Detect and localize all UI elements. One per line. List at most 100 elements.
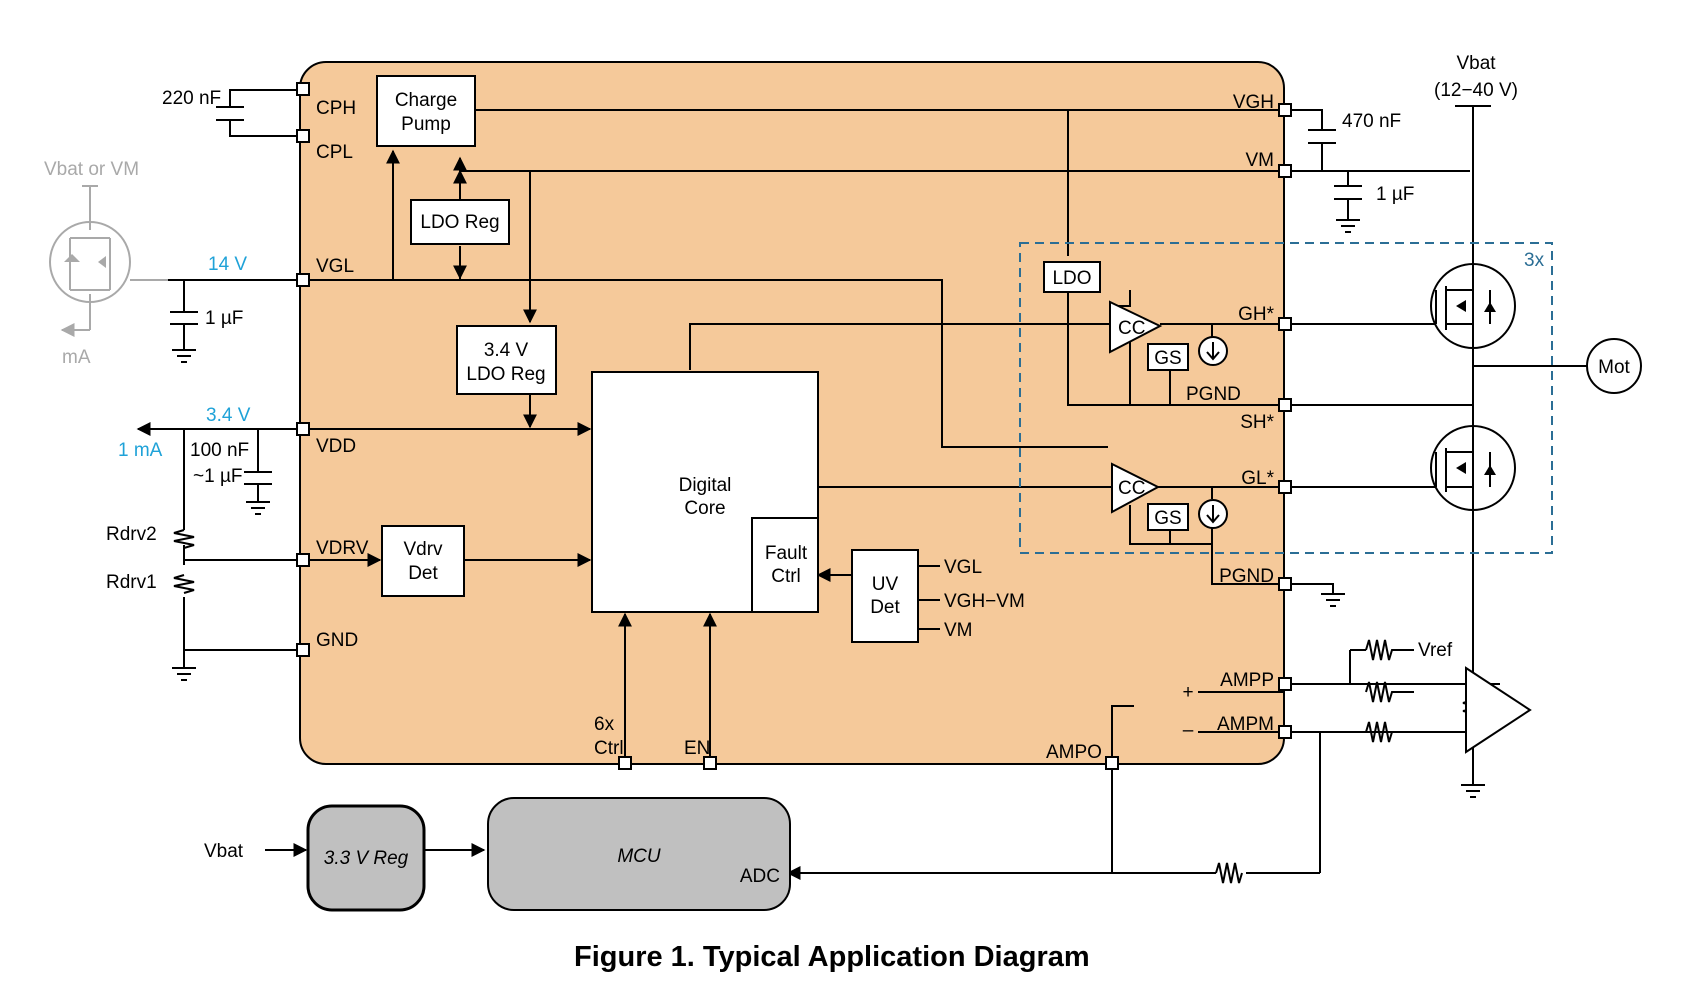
fault-ctrl-label-1: Fault (765, 543, 808, 564)
cap-100-label-2: ~1 µF (193, 466, 243, 487)
fault-ctrl-block (751, 517, 819, 613)
ldo-34-label-2: LDO Reg (466, 364, 545, 385)
gs-low-label: GS (1154, 508, 1181, 529)
uv-vghvm-label: VGH−VM (944, 591, 1025, 612)
gs-high-block (1147, 343, 1189, 371)
motor-label: Mot (1598, 357, 1630, 378)
mcu-label: MCU (617, 846, 661, 867)
mcu-block (487, 797, 791, 911)
x3-label: 3x (1524, 250, 1545, 271)
pin-cpl-label: CPL (316, 142, 353, 163)
uv-vm-label: VM (944, 620, 973, 641)
vbat-range-label: (12−40 V) (1434, 80, 1518, 101)
charge-pump-label-1: Charge (395, 90, 457, 111)
pin-vdd-label: VDD (316, 436, 356, 457)
v14-label: 14 V (208, 254, 247, 275)
uv-vgl-label: VGL (944, 557, 982, 578)
pin-en-label: EN (684, 738, 710, 759)
reg-33-label: 3.3 V Reg (324, 848, 409, 869)
uv-det-label-2: Det (870, 597, 900, 618)
pin-vgl-label: VGL (316, 256, 354, 277)
gs-high-label: GS (1154, 348, 1181, 369)
pin-ctrl-label-1: 6x (594, 714, 615, 735)
cap-220-label: 220 nF (162, 88, 221, 109)
pin-gnd-label: GND (316, 630, 358, 651)
ldo-reg-label: LDO Reg (420, 212, 499, 233)
pin-ampo (1105, 756, 1119, 770)
rdrv1-label: Rdrv1 (106, 572, 157, 593)
vref-label: Vref (1418, 640, 1453, 661)
uv-det-block (851, 549, 919, 643)
vbat-label: Vbat (1456, 53, 1496, 74)
vbat-or-vm-label: Vbat or VM (44, 159, 139, 180)
low-side-fet-icon (1430, 425, 1516, 511)
pgnd-inner-label: PGND (1186, 384, 1241, 405)
v34-label: 3.4 V (206, 405, 251, 426)
fault-ctrl-label-2: Ctrl (771, 566, 801, 587)
pin-vgh (1278, 103, 1292, 117)
cc-low-label: CC (1118, 478, 1145, 499)
pin-gnd (296, 643, 310, 657)
pin-ampp-label: AMPP (1220, 670, 1274, 691)
rdrv2-label: Rdrv2 (106, 524, 157, 545)
amp-minus-label: – (1183, 720, 1194, 741)
digital-core-label-2: Core (684, 498, 725, 519)
ldo-reg-block (410, 199, 510, 245)
reg-33-block (306, 804, 426, 912)
pin-ctrl (618, 756, 632, 770)
cc-high-buffer (1109, 300, 1163, 354)
pin-gh-label: GH* (1238, 304, 1275, 325)
pin-cpl (296, 129, 310, 143)
pin-vgh-label: VGH (1233, 92, 1274, 113)
high-side-fet-icon (1430, 263, 1516, 350)
ldo-34-block (456, 325, 557, 395)
pin-gl-label: GL* (1241, 468, 1274, 489)
supply-fet-icon (49, 185, 168, 337)
pin-cph-label: CPH (316, 98, 356, 119)
cap-100-label-1: 100 nF (190, 440, 249, 461)
figure-title: Figure 1. Typical Application Diagram (574, 941, 1090, 973)
digital-core-label-1: Digital (679, 475, 732, 496)
pin-vdd (296, 422, 310, 436)
pin-adc-label: ADC (740, 866, 780, 887)
ma1-label: 1 mA (118, 440, 163, 461)
gs-low-block (1147, 503, 1189, 531)
pin-en (703, 756, 717, 770)
amp-plus-label: + (1182, 682, 1193, 703)
pin-gl (1278, 480, 1292, 494)
pin-vgl (296, 273, 310, 287)
cap-1uf-vgl-label: 1 µF (205, 308, 243, 329)
charge-pump-label-2: Pump (401, 114, 451, 135)
cap-470-label: 470 nF (1342, 111, 1401, 132)
ma-label: mA (62, 347, 91, 368)
pin-pgnd (1278, 577, 1292, 591)
uv-det-label-1: UV (872, 574, 899, 595)
charge-pump-block (376, 75, 476, 147)
pin-ctrl-label-2: Ctrl (594, 738, 624, 759)
current-sense-amplifier (1465, 666, 1532, 754)
pin-cph (296, 82, 310, 96)
motor-icon (1586, 338, 1642, 394)
vdrv-det-label-2: Det (408, 563, 438, 584)
ldo-label: LDO (1052, 268, 1091, 289)
pin-sh-label: SH* (1240, 412, 1274, 433)
ldo-block (1043, 261, 1101, 293)
cc-low-buffer (1111, 462, 1161, 514)
pin-vdrv-label: VDRV (316, 538, 369, 559)
pin-vm-label: VM (1246, 150, 1275, 171)
pin-pgnd-label: PGND (1219, 566, 1274, 587)
pin-ampm (1278, 725, 1292, 739)
pin-ampm-label: AMPM (1217, 714, 1274, 735)
pin-gh (1278, 317, 1292, 331)
vdrv-det-label-1: Vdrv (403, 539, 443, 560)
cc-high-label: CC (1118, 318, 1145, 339)
vbat-input-label: Vbat (204, 841, 244, 862)
pin-sh (1278, 398, 1292, 412)
pin-vm (1278, 164, 1292, 178)
pin-ampo-label: AMPO (1046, 742, 1102, 763)
pin-vdrv (296, 553, 310, 567)
vdrv-det-block (381, 525, 465, 597)
pin-ampp (1278, 677, 1292, 691)
ldo-34-label-1: 3.4 V (484, 340, 529, 361)
